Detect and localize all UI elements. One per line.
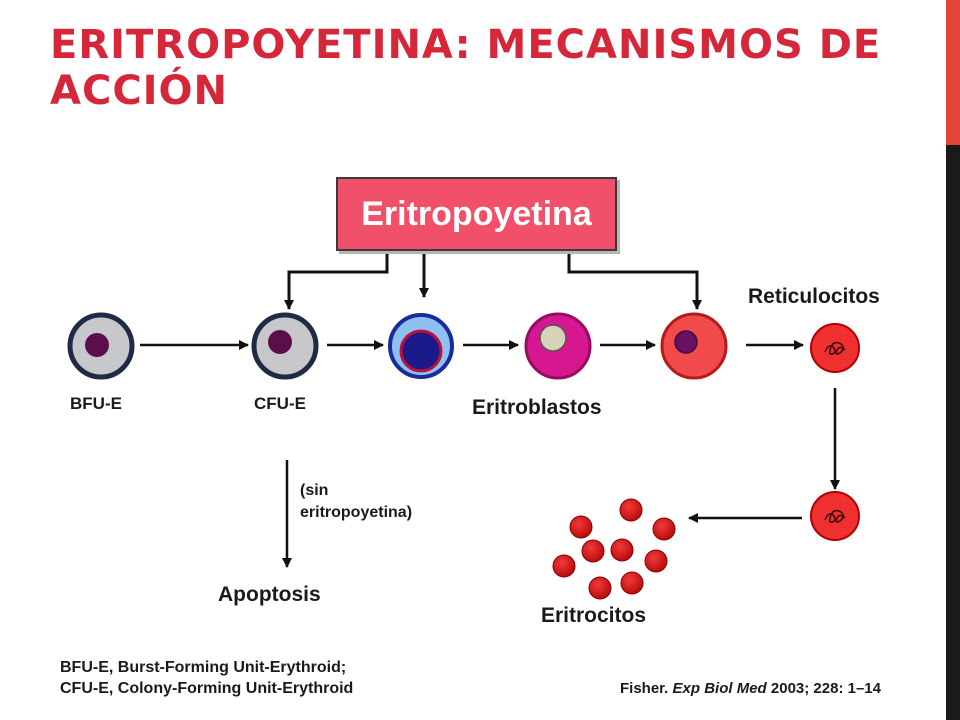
erythrocyte-cluster — [552, 498, 676, 600]
erythrocyte — [552, 554, 576, 578]
footnote-line-bfu: BFU-E, Burst-Forming Unit-Erythroid; — [60, 659, 347, 676]
erythrocyte — [652, 517, 676, 541]
bfu-e-cell — [67, 312, 135, 380]
early-erythroblast-nucleus — [399, 329, 443, 373]
erythrocyte — [619, 498, 643, 522]
apoptosis-condition-note: (sin eritropoyetina) — [300, 480, 412, 524]
erythroblasts-label: Eritroblastos — [472, 396, 602, 419]
slide-sidebar-accent — [946, 0, 960, 145]
citation: Fisher. Exp Biol Med 2003; 228: 1–14 — [620, 680, 881, 697]
cfu-e-cell — [251, 312, 319, 380]
abbreviations-footnote: BFU-E, Burst-Forming Unit-Erythroid; CFU… — [60, 657, 353, 699]
reticulocyte-cell — [810, 323, 860, 373]
erythrocyte — [610, 538, 634, 562]
erythrocytes-label: Eritrocitos — [541, 604, 647, 627]
late-erythroblast-nucleus — [674, 330, 698, 354]
citation-details: 2003; 228: 1–14 — [770, 680, 881, 697]
epo-arrow-to-late-erythroblast — [567, 253, 702, 310]
erythrocyte — [569, 515, 593, 539]
citation-journal: Exp Biol Med — [672, 680, 767, 697]
erythrocyte — [588, 576, 612, 600]
apoptosis-condition-line1: (sin — [300, 482, 329, 499]
bfu-e-label: BFU-E — [70, 394, 122, 413]
slide-sidebar-bar — [946, 0, 960, 720]
erythropoietin-box: Eritropoyetina — [336, 177, 617, 251]
cfu-e-nucleus — [268, 330, 292, 354]
apoptosis-label: Apoptosis — [218, 583, 321, 606]
reticulocyte-cell-lower — [810, 491, 860, 541]
slide-title: ERITROPOYETINA: MECANISMOS DE ACCIÓN — [50, 22, 882, 114]
apoptosis-condition-line2: eritropoyetina) — [300, 504, 413, 521]
erythrocyte — [620, 571, 644, 595]
epo-arrow-to-cfu-e — [284, 253, 389, 310]
bfu-e-nucleus — [85, 333, 109, 357]
epo-action-arrows — [284, 253, 702, 310]
reticulum-squiggle — [824, 509, 846, 523]
early-erythroblast-cell — [388, 313, 454, 379]
cfu-e-label: CFU-E — [254, 394, 306, 413]
reticulocytes-label: Reticulocitos — [748, 285, 880, 308]
mid-erythroblast-nucleus — [539, 324, 567, 352]
footnote-line-cfu: CFU-E, Colony-Forming Unit-Erythroid — [60, 680, 354, 697]
late-erythroblast-cell — [660, 312, 728, 380]
erythrocyte — [644, 549, 668, 573]
citation-author: Fisher. — [620, 680, 669, 697]
mid-erythroblast-cell — [524, 312, 592, 380]
erythrocyte — [581, 539, 605, 563]
maturation-arrows — [140, 340, 840, 568]
reticulum-squiggle — [824, 341, 846, 355]
